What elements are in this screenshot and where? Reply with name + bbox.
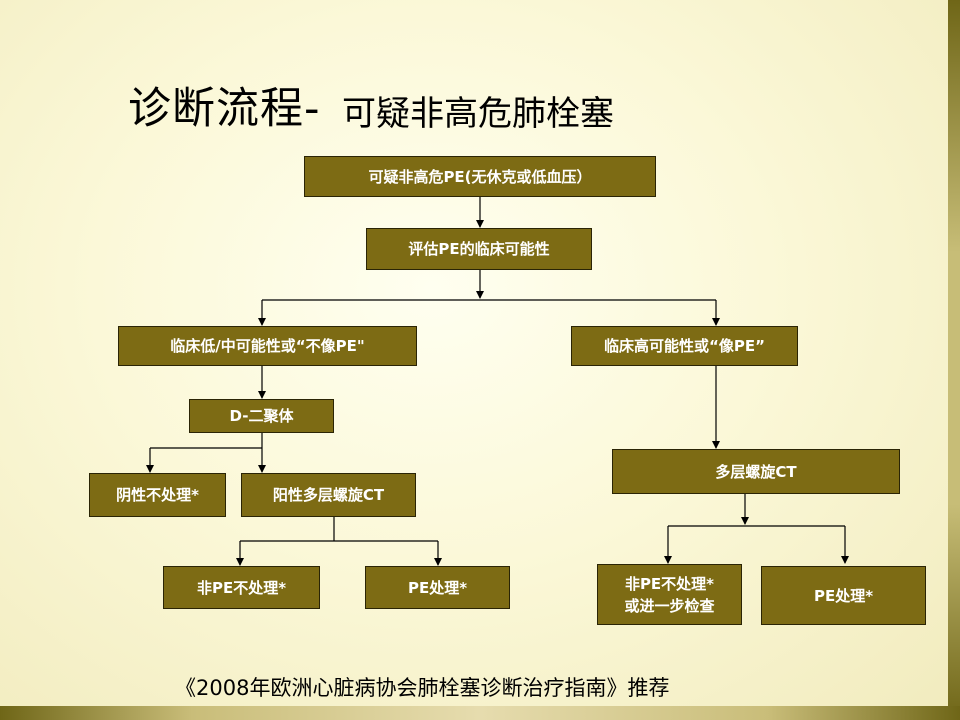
slide-subtitle: 可疑非高危肺栓塞: [342, 94, 614, 134]
node-start: 可疑非高危PE(无休克或低血压）: [304, 156, 656, 197]
decorative-right-bar: [948, 0, 960, 720]
node-low-probability: 临床低/中可能性或“不像PE": [118, 326, 417, 366]
node-multi-ct: 多层螺旋CT: [612, 449, 900, 494]
decorative-bottom-bar: [0, 706, 960, 720]
node-high-probability: 临床高可能性或“像PE”: [571, 326, 798, 366]
footer-source: 《2008年欧洲心脏病协会肺栓塞诊断治疗指南》推荐: [175, 676, 670, 700]
node-non-pe-1: 非PE不处理*: [163, 566, 320, 609]
node-pe-treat-2: PE处理*: [761, 566, 926, 625]
node-negative: 阴性不处理*: [89, 473, 226, 517]
node-positive-ct: 阳性多层螺旋CT: [241, 473, 416, 517]
node-non-pe-2: 非PE不处理* 或进一步检查: [597, 564, 742, 625]
node-pe-treat-1: PE处理*: [365, 566, 510, 609]
node-d-dimer: D-二聚体: [189, 399, 334, 433]
node-assess: 评估PE的临床可能性: [366, 228, 592, 270]
slide-title: 诊断流程-: [128, 84, 321, 134]
